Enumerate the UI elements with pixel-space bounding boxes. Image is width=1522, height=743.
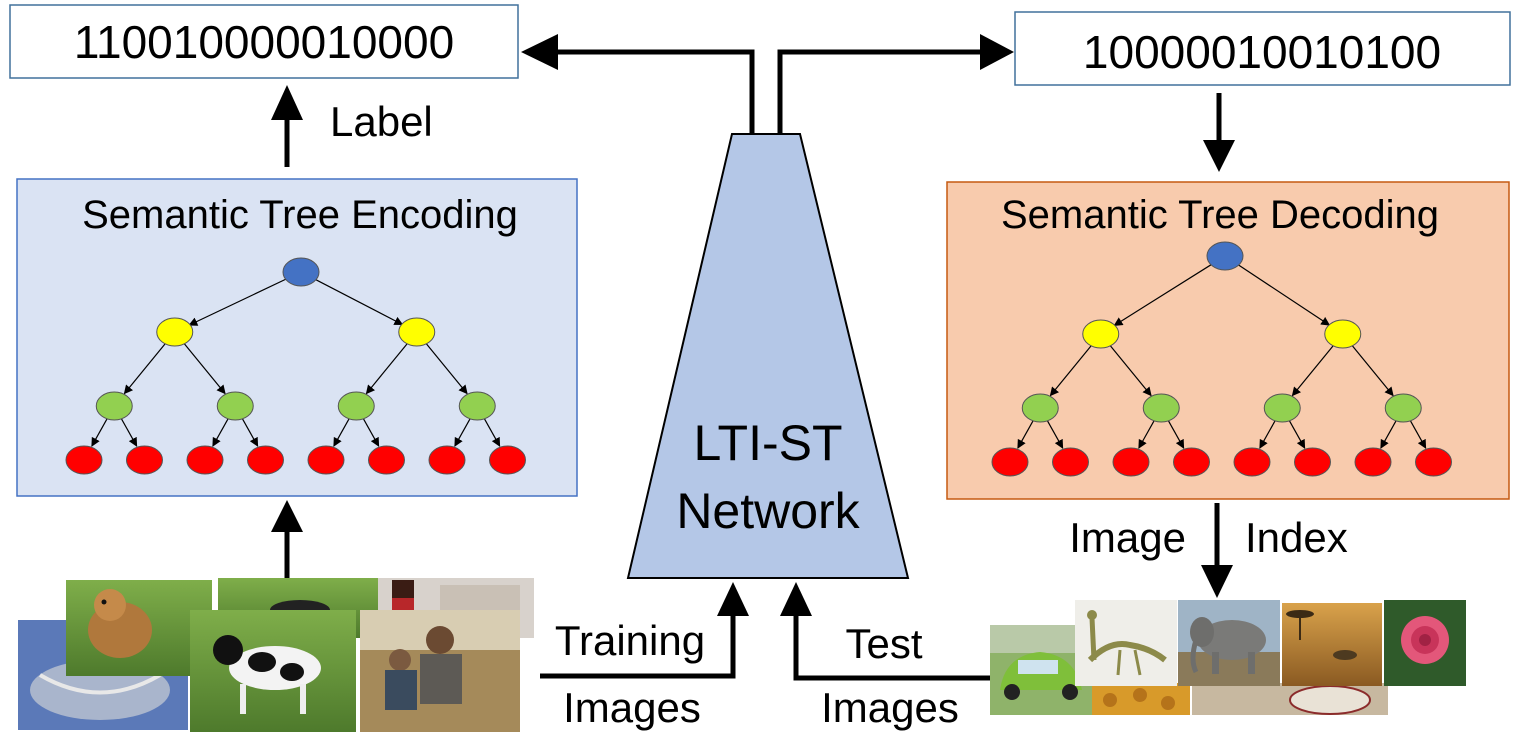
decoding-title: Semantic Tree Decoding (1001, 193, 1439, 237)
network-line1: LTI-ST (693, 415, 842, 471)
image-index-arrow (1201, 503, 1233, 598)
network-to-left-code-arrow (521, 34, 755, 134)
tree-edge (1138, 419, 1155, 449)
tree-level1-node (1082, 319, 1120, 349)
tree-edge (1291, 344, 1335, 397)
tree-leaf-node (991, 447, 1029, 477)
label-arrow (271, 85, 303, 167)
photo-savanna (1282, 603, 1382, 686)
image-index-word1: Image (1069, 514, 1186, 561)
tree-edge (1380, 419, 1397, 449)
photo-dish (1192, 683, 1388, 715)
training-images-collage (18, 578, 534, 732)
photo-dinosaur (1075, 600, 1177, 686)
tree-edge (362, 417, 380, 447)
right-code-text: 10000010010100 (1083, 26, 1441, 78)
tree-edge (425, 342, 468, 395)
tree-edge (1351, 344, 1394, 397)
test-label-line1: Test (845, 620, 922, 667)
tree-root-node (1206, 241, 1244, 271)
tree-level1-node (156, 317, 194, 347)
tree-level2-node (337, 391, 375, 421)
tree-leaf-node (186, 445, 224, 475)
encoding-tree (65, 257, 526, 475)
image-index-word2: Index (1245, 514, 1348, 561)
tree-edge (123, 342, 167, 395)
tree-edge (1167, 419, 1185, 449)
tree-edge (188, 277, 289, 326)
tree-edge (1109, 344, 1152, 397)
tree-level2-node (1263, 393, 1301, 423)
tree-edge (91, 417, 108, 447)
network-to-right-code-arrow (777, 34, 1014, 134)
photo-rose (1384, 600, 1466, 686)
tree-leaf-node (307, 445, 345, 475)
photo-people-room (360, 610, 520, 732)
tree-level2-node (1142, 393, 1180, 423)
tree-edge (1236, 263, 1331, 326)
encoding-title: Semantic Tree Encoding (82, 193, 518, 237)
tree-leaf-node (1294, 447, 1331, 477)
tree-edge (365, 342, 409, 395)
test-arrow (780, 582, 990, 681)
network-line2: Network (676, 483, 860, 539)
tree-leaf-node (489, 445, 526, 475)
photo-spotted-dog (190, 610, 356, 732)
decoding-tree (991, 241, 1452, 477)
right-code-box: 10000010010100 (1014, 11, 1511, 86)
tree-leaf-node (247, 445, 284, 475)
tree-leaf-node (428, 445, 466, 475)
tree-leaf-node (368, 445, 405, 475)
photo-pomeranian (66, 580, 212, 676)
tree-leaf-node (1052, 447, 1089, 477)
tree-edge (454, 417, 471, 447)
tree-leaf-node (126, 445, 163, 475)
tree-edge (241, 417, 259, 447)
images-to-encoding-arrow (271, 500, 303, 580)
tree-level2-node (95, 391, 133, 421)
tree-edge (1049, 344, 1093, 397)
test-images-collage (990, 600, 1466, 715)
tree-leaf-node (1112, 447, 1150, 477)
tree-edge (1017, 419, 1034, 449)
right-code-down-arrow (1203, 93, 1235, 172)
tree-edge (483, 417, 501, 447)
tree-edge (1046, 419, 1064, 449)
tree-leaf-node (1415, 447, 1452, 477)
tree-level1-node (398, 317, 436, 347)
tree-root-node (282, 257, 320, 287)
tree-edge (1288, 419, 1306, 449)
tree-edge (313, 277, 404, 326)
label-text: Label (330, 98, 433, 145)
tree-edge (1409, 419, 1427, 449)
photo-food (1092, 683, 1190, 715)
tree-leaf-node (65, 445, 103, 475)
left-code-text: 110010000010000 (74, 16, 454, 68)
tree-edge (333, 417, 350, 447)
tree-edge (120, 417, 138, 447)
tree-level2-node (1021, 393, 1059, 423)
decoding-box: Semantic Tree Decoding (946, 181, 1510, 500)
training-label-line2: Images (563, 684, 701, 731)
tree-leaf-node (1173, 447, 1210, 477)
tree-edge (1113, 262, 1214, 327)
lti-st-network: LTI-ST Network (626, 133, 910, 579)
tree-level2-node (216, 391, 254, 421)
tree-leaf-node (1354, 447, 1392, 477)
photo-elephant (1178, 600, 1280, 686)
training-arrow (540, 582, 749, 679)
tree-leaf-node (1233, 447, 1271, 477)
left-code-box: 110010000010000 (9, 4, 519, 79)
tree-edge (212, 417, 229, 447)
tree-edge (1259, 419, 1276, 449)
training-label-line1: Training (555, 617, 705, 664)
tree-level2-node (1384, 393, 1422, 423)
tree-edge (183, 342, 226, 395)
tree-level1-node (1324, 319, 1362, 349)
encoding-box: Semantic Tree Encoding (16, 178, 578, 497)
test-label-line2: Images (821, 684, 959, 731)
tree-level2-node (458, 391, 496, 421)
